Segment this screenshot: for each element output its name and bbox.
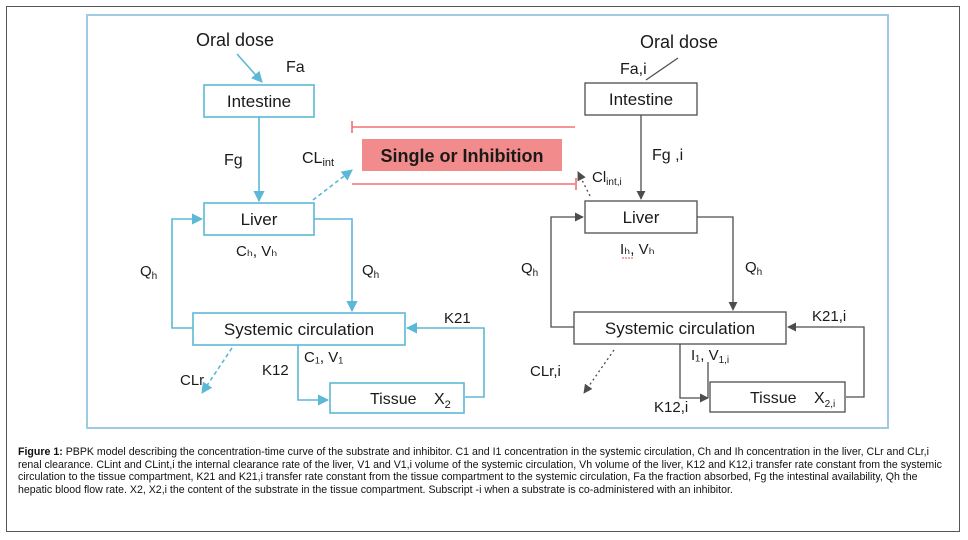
left-qh-right-label: Qh: [362, 262, 379, 281]
figure-caption: Figure 1: PBPK model describing the conc…: [18, 446, 953, 496]
left-k12-label: K12: [262, 362, 289, 379]
right-tissue-label: Tissue: [750, 390, 797, 407]
left-clint-arrow: [312, 169, 353, 201]
right-x2-label: X2,i: [814, 390, 835, 410]
left-ch-vh-label: Cₕ, Vₕ: [236, 243, 277, 260]
right-oral-dose-label: Oral dose: [640, 32, 718, 52]
right-systemic-label: Systemic circulation: [605, 319, 755, 338]
right-systemic-box: [573, 311, 787, 345]
right-qh-left-label: Qh: [521, 260, 538, 279]
right-k21-label: K21,i: [812, 308, 846, 325]
right-model: Oral dose Fa,i Intestine Fg ,i Clint,i L…: [521, 32, 865, 416]
right-oral-dose-line: [645, 57, 679, 81]
left-oral-dose-label: Oral dose: [196, 30, 274, 50]
right-fa-label: Fa,i: [620, 61, 647, 78]
right-tissue-box: [709, 381, 846, 413]
right-qh-right-label: Qh: [745, 259, 762, 278]
right-systemic-liver-arrow: [550, 212, 584, 328]
right-clr-label: CLr,i: [530, 363, 561, 380]
left-model: Oral dose Fa Intestine Fg CLint Liver Cₕ…: [140, 30, 485, 414]
right-ih-vh-label: Iₕ, Vₕ: [620, 241, 655, 258]
left-oral-dose-arrow: [236, 53, 263, 83]
center-inhibition: Single or Inhibition: [351, 121, 577, 190]
left-tissue-box: [329, 382, 465, 414]
left-intestine-label: Intestine: [227, 92, 291, 111]
single-or-inhibition-box: [362, 139, 562, 171]
left-fa-label: Fa: [286, 59, 305, 76]
diagram-panel: [86, 14, 889, 429]
left-tissue-label: Tissue: [370, 391, 417, 408]
left-systemic-liver-arrow: [171, 213, 204, 329]
left-qh-left-label: Qh: [140, 263, 157, 282]
left-liver-label: Liver: [241, 210, 278, 229]
right-k12-label: K12,i: [654, 399, 688, 416]
right-k12-arrow: [679, 344, 709, 403]
left-c1-v1-label: C₁, V₁: [304, 349, 343, 366]
left-k12-arrow: [297, 345, 330, 406]
left-systemic-box: [192, 312, 406, 346]
left-fg-label: Fg: [224, 152, 243, 169]
caption-text: PBPK model describing the concentration-…: [18, 446, 942, 496]
right-liver-box: [584, 200, 698, 234]
single-or-inhibition-label: Single or Inhibition: [381, 146, 544, 166]
right-intestine-label: Intestine: [609, 90, 673, 109]
right-clint-label: Clint,i: [592, 169, 622, 188]
left-x2-label: X2: [434, 391, 451, 411]
left-systemic-label: Systemic circulation: [224, 320, 374, 339]
figure-frame: [6, 6, 960, 532]
right-fg-label: Fg ,i: [652, 147, 683, 164]
pbpk-diagram: Oral dose Fa Intestine Fg CLint Liver Cₕ…: [140, 30, 865, 416]
right-clr-arrow: [583, 349, 615, 394]
right-k21-arrow: [787, 322, 865, 398]
left-clint-label: CLint: [302, 150, 334, 169]
right-liver-label: Liver: [623, 208, 660, 227]
left-k21-label: K21: [444, 310, 471, 327]
left-liver-box: [203, 202, 315, 236]
left-liver-systemic-arrow: [314, 218, 358, 313]
left-k21-arrow: [405, 322, 485, 398]
left-clr-label: CLr: [180, 372, 204, 389]
left-intestine-box: [203, 84, 315, 118]
left-clr-arrow: [201, 347, 233, 394]
right-clint-arrow: [577, 171, 591, 197]
right-liver-systemic-arrow: [697, 216, 738, 311]
right-i1-v1-label: I₁, V1,i: [691, 347, 729, 366]
caption-label: Figure 1:: [18, 446, 63, 458]
